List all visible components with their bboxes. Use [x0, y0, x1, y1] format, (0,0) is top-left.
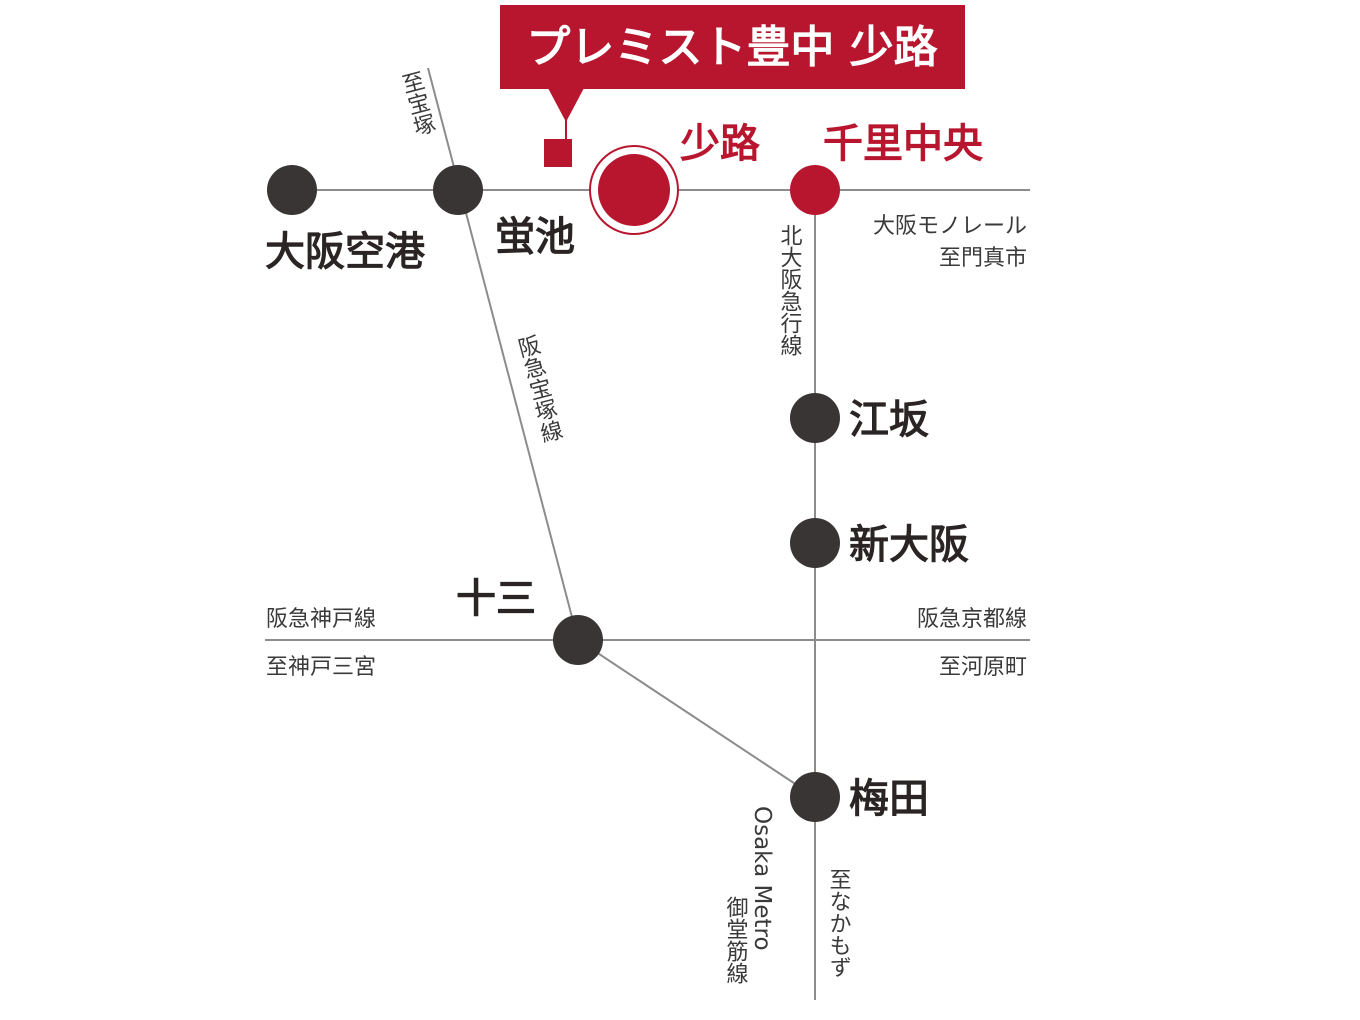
station-dot-shin-osaka	[790, 518, 840, 568]
line-label-hankyu-kyoto: 阪急京都線	[917, 607, 1027, 632]
line-label-to-kadoma: 至門真市	[939, 246, 1027, 271]
station-dot-umeda	[790, 772, 840, 822]
station-dot-juso	[553, 615, 603, 665]
line-label-hankyu-takarazuka: 阪急宝塚線	[512, 333, 565, 446]
property-banner: プレミスト豊中 少路	[500, 5, 965, 167]
station-dot-esaka	[790, 393, 840, 443]
line-label-to-kawaramachi: 至河原町	[939, 655, 1027, 680]
line-label-osaka-metro: Osaka Metro	[749, 806, 775, 951]
line-label-hankyu-kobe: 阪急神戸線	[266, 607, 376, 632]
track-hankyu-takarazuka	[427, 67, 579, 641]
property-name: プレミスト豊中 少路	[526, 22, 938, 73]
station-label-shoji: 少路	[680, 120, 761, 167]
line-label-to-kobe-sannomiya: 至神戸三宮	[266, 655, 376, 680]
station-dot-shoji	[598, 154, 670, 226]
line-label-to-nakamozu: 至なかもず	[826, 868, 851, 978]
station-label-itami-airport: 大阪空港	[265, 228, 426, 275]
line-label-kita-osaka-kyuko: 北大阪急行線	[777, 224, 803, 356]
line-label-midosuji: 御堂筋線	[723, 896, 749, 984]
station-label-senri-chuo: 千里中央	[823, 120, 984, 167]
station-label-hotarugaike: 蛍池	[495, 213, 575, 260]
track-juso-umeda	[577, 639, 816, 798]
station-label-shin-osaka: 新大阪	[849, 521, 969, 568]
station-label-juso: 十三	[456, 575, 536, 622]
station-label-umeda: 梅田	[849, 775, 929, 822]
station-dot-hotarugaike	[433, 165, 483, 215]
line-label-monorail: 大阪モノレール	[873, 214, 1027, 239]
property-location-marker	[544, 139, 572, 167]
station-label-esaka: 江坂	[849, 396, 929, 443]
station-dot-itami-airport	[267, 165, 317, 215]
station-dot-senri-chuo	[790, 165, 840, 215]
